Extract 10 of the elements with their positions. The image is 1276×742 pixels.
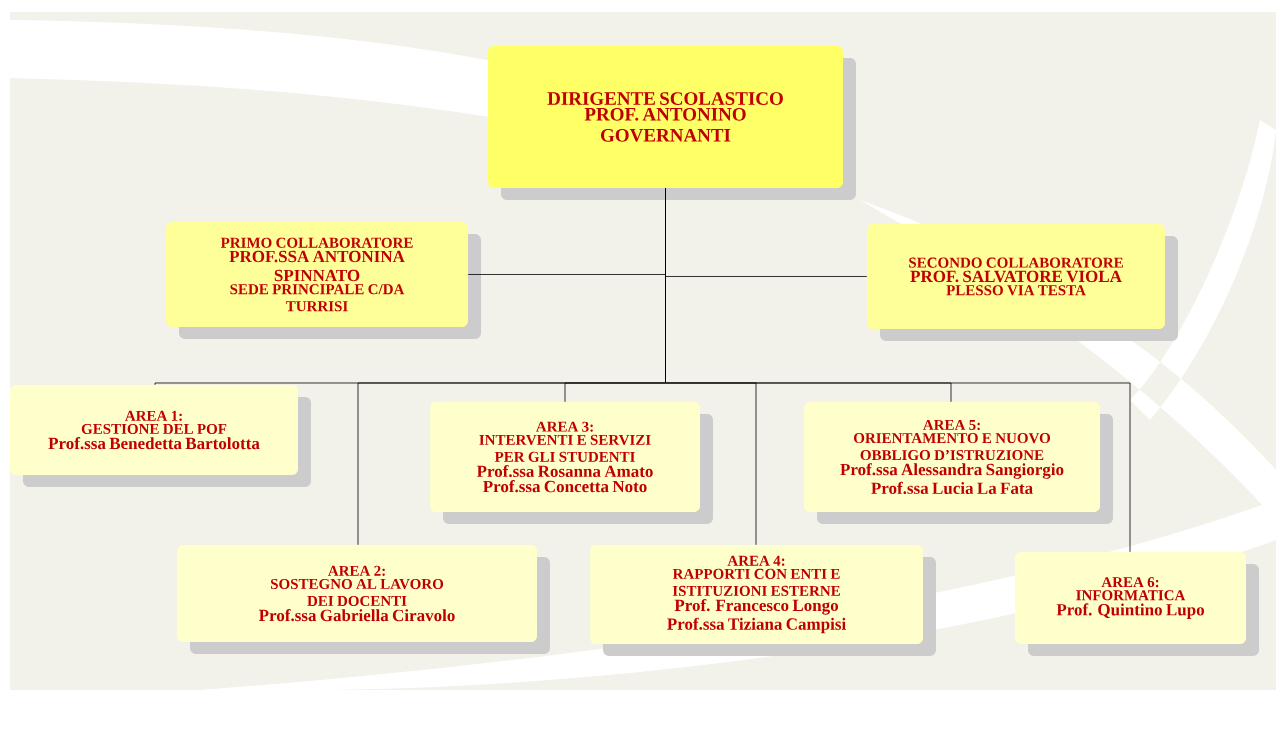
org-box: AREA 3: INTERVENTI E SERVIZI PER GLI STUDENTI Prof.ssa Rosanna Amato Prof.ssa Concetta Noto [430, 402, 713, 524]
org-box: DIRIGENTE SCOLASTICO PROF. ANTONINO GOVERNANTI [488, 46, 856, 200]
org-box: AREA 1: GESTIONE DEL POF Prof.ssa Benedetta Bartolotta [10, 385, 311, 487]
org-box: AREA 4: RAPPORTI CON ENTI E ISTITUZIONI ESTERNE Prof. Francesco Longo Prof.ssa Tiziana Campisi [590, 545, 936, 656]
org-box: AREA 5: ORIENTAMENTO E NUOVO OBBLIGO D’ISTRUZIONE Prof.ssa Alessandra Sangiorgio Prof.ssa Lucia La Fata [804, 402, 1113, 524]
org-box: PRIMO COLLABORATORE PROF.SSA ANTONINA SPINNATO SEDE PRINCIPALE C/DA TURRISI [166, 222, 481, 339]
org-box: SECONDO COLLABORATORE PROF. SALVATORE VIOLA PLESSO VIA TESTA [867, 224, 1178, 341]
connector-line [665, 187, 1131, 553]
org-box: AREA 6: INFORMATICA Prof. Quintino Lupo [1015, 552, 1259, 656]
org-box: AREA 2: SOSTEGNO AL LAVORO DEI DOCENTI Prof.ssa Gabriella Ciravolo [177, 545, 550, 654]
